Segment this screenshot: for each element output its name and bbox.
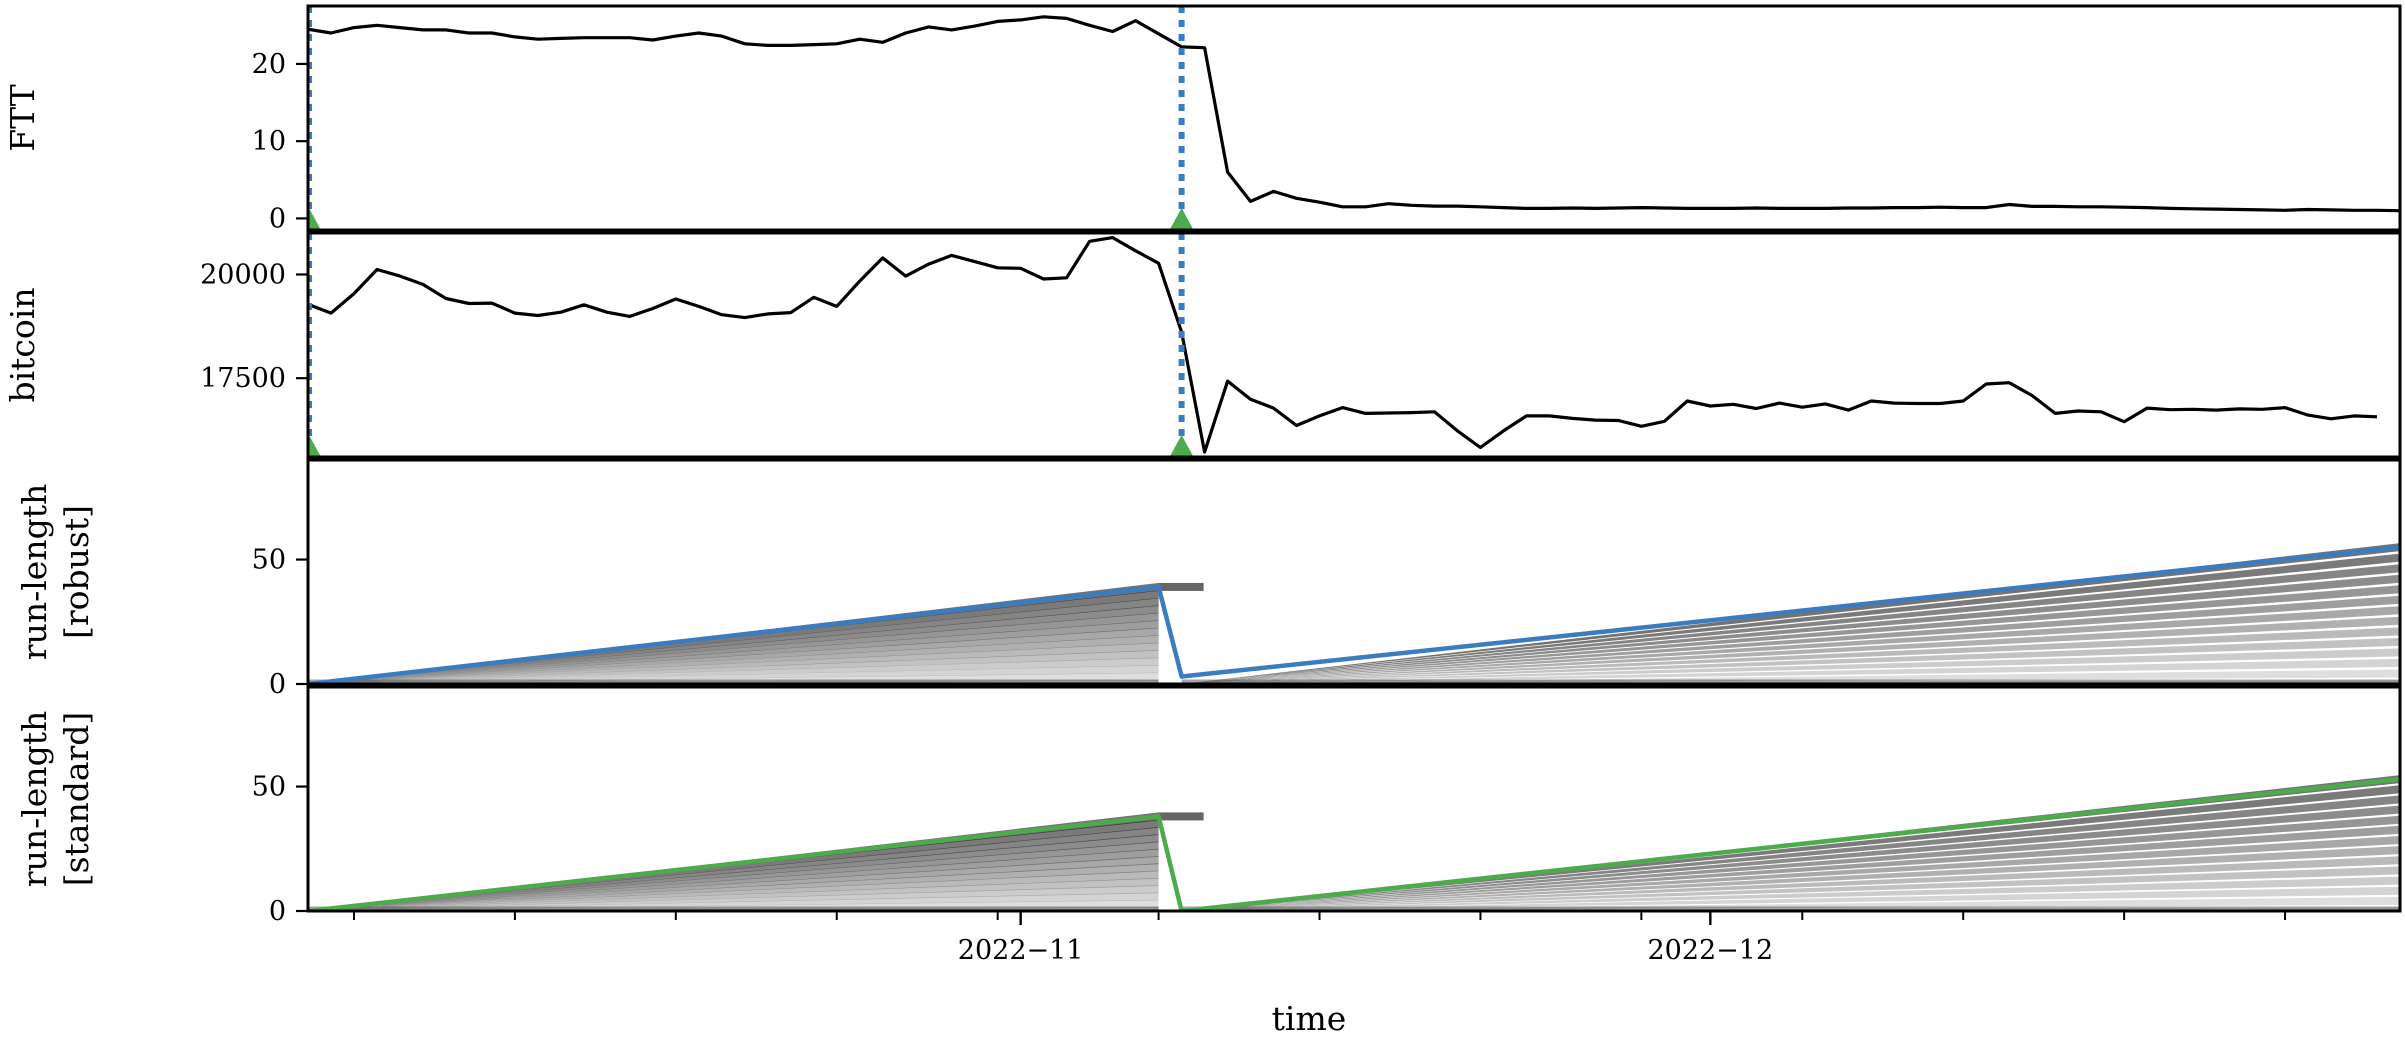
posterior-density-band (1181, 886, 2400, 911)
posterior-density-band (1181, 595, 2400, 684)
panel-3-ylabel: [robust] (57, 505, 96, 639)
posterior-density-band (1181, 805, 2400, 911)
posterior-density-band (1181, 606, 2400, 684)
posterior-density-tail (1158, 812, 1204, 821)
posterior-density-band (1181, 574, 2400, 684)
panel-4-frame (306, 685, 2402, 913)
y-tick-label: 0 (269, 203, 286, 234)
y-tick-label: 50 (252, 772, 286, 803)
posterior-density-band (1181, 785, 2400, 911)
map-run-length-line (308, 776, 2400, 911)
x-axis-label: time (1272, 999, 1347, 1038)
panel-3-plot (308, 543, 2400, 684)
changepoint-marker (308, 435, 321, 457)
panel-4-ylabel: run-length (15, 711, 54, 887)
posterior-density-band (1181, 815, 2400, 911)
panel-2-plot (308, 233, 2378, 457)
panel-1-frame (306, 4, 2402, 232)
posterior-density-band (308, 642, 1159, 684)
panel-2-ylabel: bitcoin (3, 287, 42, 402)
posterior-density-band (308, 848, 1159, 911)
y-tick-label: 20000 (200, 259, 286, 290)
posterior-density-band (308, 892, 1159, 911)
posterior-density-band (308, 885, 1159, 911)
y-tick-label: 20 (252, 49, 286, 80)
posterior-density-band (308, 672, 1159, 684)
posterior-density-band (308, 827, 1159, 911)
posterior-density-band (1181, 795, 2400, 911)
posterior-density-band (1181, 553, 2400, 684)
posterior-density-band (1181, 836, 2400, 911)
panel-1-plot (308, 6, 2400, 230)
y-tick-label: 50 (252, 545, 286, 576)
x-tick-label: 2022−11 (958, 935, 1084, 966)
posterior-density-band (308, 635, 1159, 684)
posterior-density-band (1181, 846, 2400, 911)
posterior-density-band (308, 834, 1159, 911)
posterior-density-band (1181, 564, 2400, 684)
y-tick-label: 17500 (200, 363, 286, 394)
posterior-density-band (308, 612, 1159, 684)
posterior-density-band (1181, 658, 2400, 684)
changepoint-marker (1169, 435, 1194, 457)
posterior-density-band (308, 841, 1159, 911)
y-tick-label: 0 (269, 669, 286, 700)
posterior-density-band (1181, 648, 2400, 684)
panel-3-ylabel: run-length (15, 484, 54, 660)
series-line (308, 15, 2400, 213)
posterior-density-band (308, 657, 1159, 684)
posterior-density-band (1181, 669, 2400, 684)
x-tick-label: 2022−12 (1647, 935, 1773, 966)
y-tick-label: 10 (252, 126, 286, 157)
changepoint-marker (1169, 208, 1194, 230)
posterior-density-band (308, 597, 1159, 684)
series-line (308, 236, 2378, 454)
posterior-density-band (308, 665, 1159, 684)
posterior-density-band (308, 863, 1159, 911)
panel-4-ylabel: [standard] (57, 712, 96, 887)
posterior-density-band (308, 605, 1159, 684)
posterior-density-tail (1158, 582, 1204, 591)
posterior-density-band (308, 899, 1159, 911)
changepoint-marker (308, 208, 321, 230)
panel-1-ylabel: FTT (3, 84, 42, 152)
posterior-density-band (1181, 627, 2400, 684)
posterior-density-band (308, 856, 1159, 911)
y-tick-label: 0 (269, 896, 286, 927)
posterior-density-band (308, 650, 1159, 684)
posterior-density-band (308, 620, 1159, 684)
panel-2-frame (306, 231, 2402, 459)
panel-3-frame (306, 458, 2402, 686)
posterior-density-band (308, 870, 1159, 911)
posterior-density-band (1181, 866, 2400, 911)
posterior-density-band (1181, 896, 2400, 911)
posterior-density-band (1181, 856, 2400, 911)
posterior-density-band (1181, 637, 2400, 684)
posterior-density-band (1181, 876, 2400, 911)
panel-4-plot (308, 775, 2400, 911)
posterior-density-band (308, 877, 1159, 911)
posterior-density-band (1181, 616, 2400, 684)
posterior-density-band (1181, 585, 2400, 684)
posterior-density-band (308, 627, 1159, 684)
posterior-density-band (308, 819, 1159, 911)
map-run-length-line (308, 544, 2400, 684)
posterior-density-band (1181, 825, 2400, 911)
